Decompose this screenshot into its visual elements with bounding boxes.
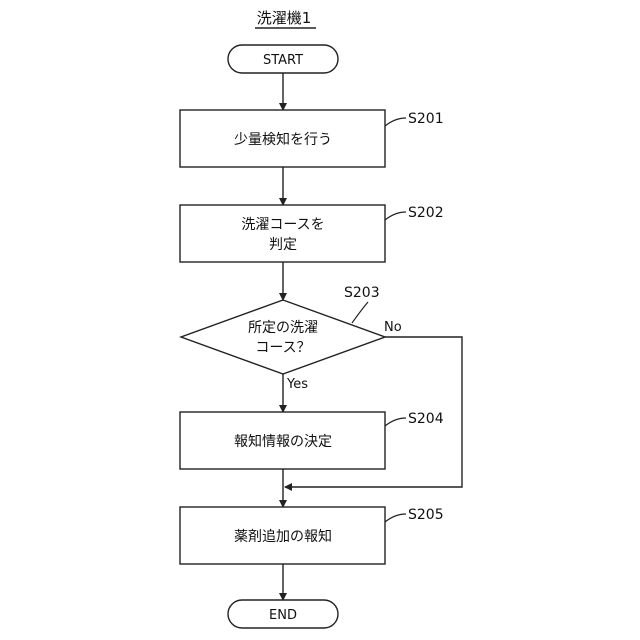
leader-s203 [352, 302, 368, 323]
leader-s201 [385, 118, 406, 126]
step-id-s203: S203 [344, 285, 380, 301]
step-id-s201: S201 [408, 111, 444, 127]
process-text-s205: 薬剤追加の報知 [234, 528, 332, 545]
process-text-s202-line2: 判定 [269, 237, 297, 253]
leader-s202 [385, 212, 406, 220]
decision-text-line2: コース？ [255, 340, 310, 356]
process-text-s201: 少量検知を行う [234, 131, 332, 148]
step-id-s204: S204 [408, 411, 444, 427]
leader-s205 [385, 514, 406, 522]
yes-label: Yes [286, 377, 308, 392]
process-box-s202 [180, 205, 385, 262]
decision-diamond-s203 [181, 300, 385, 374]
leader-s204 [385, 418, 406, 426]
end-label: END [269, 608, 297, 623]
process-text-s202-line1: 洗濯コースを [241, 217, 324, 233]
diagram-title: 洗濯機1 [257, 9, 312, 27]
start-label: START [263, 53, 303, 68]
process-text-s204: 報知情報の決定 [234, 433, 332, 450]
no-label: No [384, 320, 402, 335]
step-id-s205: S205 [408, 507, 444, 523]
step-id-s202: S202 [408, 205, 444, 221]
decision-text-line1: 所定の洗濯 [248, 320, 318, 336]
